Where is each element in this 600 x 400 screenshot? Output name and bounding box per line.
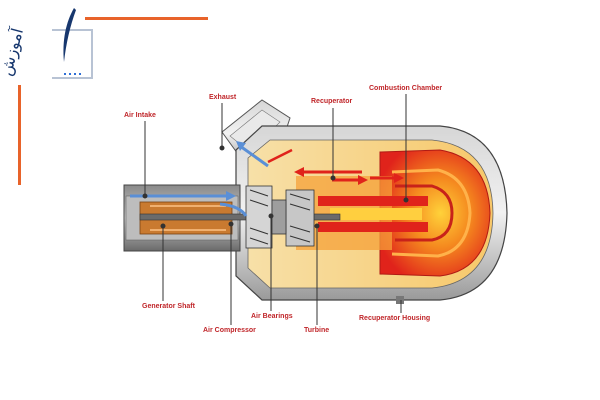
turbine-wheel [285,189,315,247]
hot-duct-upper [318,196,428,206]
air-bearings-block [271,199,287,235]
label-air-intake: Air Intake [124,112,156,119]
air-compressor-wheel [245,185,273,249]
logo-orange-bar [18,85,21,185]
combustion-chamber-zone [379,149,491,277]
label-exhaust: Exhaust [209,94,237,101]
label-combustion-chamber: Combustion Chamber [369,85,443,92]
hot-duct-lower [318,222,428,232]
logo [18,8,208,185]
recuperator-housing-mount [396,296,404,304]
label-generator-shaft: Generator Shaft [142,303,195,310]
intake-curve-arrow [219,202,248,217]
label-air-bearings: Air Bearings [251,313,293,320]
logo-orange-rule [85,17,208,20]
combustion-liner-inner [395,184,454,242]
hot-duct-mid [330,208,422,220]
label-recuperator: Recuperator [311,98,353,105]
quill-icon [63,8,76,62]
leader-lines [142,94,409,325]
label-air-compressor: Air Compressor [203,327,256,334]
generator-shaft [139,213,341,221]
label-turbine: Turbine [304,327,330,334]
turbine-diagram [123,94,508,325]
logo-frame [52,29,93,79]
exhaust-hot-arrow [267,148,293,164]
exhaust-arrow [239,144,269,168]
flow-arrows [130,141,404,217]
combustion-liner [391,168,472,258]
label-recuperator-housing: Recuperator Housing [359,315,431,322]
